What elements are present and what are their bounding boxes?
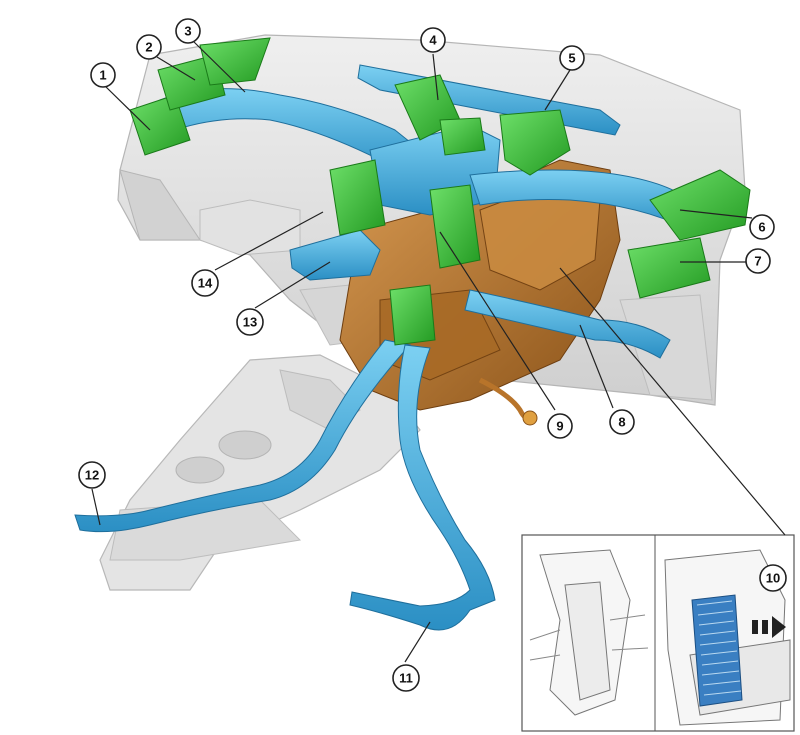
callout-label: 3 bbox=[184, 24, 191, 39]
callout-label: 13 bbox=[243, 315, 257, 330]
callout-10: 10 bbox=[759, 564, 787, 592]
callout-13: 13 bbox=[236, 308, 264, 336]
callout-4: 4 bbox=[420, 27, 446, 53]
callout-label: 2 bbox=[145, 40, 152, 55]
callout-9: 9 bbox=[547, 413, 573, 439]
callout-label: 6 bbox=[758, 220, 765, 235]
callout-label: 1 bbox=[99, 68, 106, 83]
callout-label: 12 bbox=[85, 468, 99, 483]
callout-5: 5 bbox=[559, 45, 585, 71]
callout-8: 8 bbox=[609, 409, 635, 435]
leader-lines bbox=[91, 40, 786, 663]
callout-6: 6 bbox=[749, 214, 775, 240]
callout-label: 10 bbox=[766, 571, 780, 586]
callout-label: 7 bbox=[754, 254, 761, 269]
arrow-right-icon bbox=[752, 616, 786, 638]
callout-1: 1 bbox=[90, 62, 116, 88]
callout-label: 4 bbox=[429, 33, 437, 48]
callout-label: 14 bbox=[198, 276, 213, 291]
vents bbox=[129, 37, 751, 346]
callout-label: 5 bbox=[568, 51, 575, 66]
callout-label: 9 bbox=[556, 419, 563, 434]
callout-2: 2 bbox=[136, 34, 162, 60]
callout-14: 14 bbox=[191, 269, 219, 297]
cabin-filter bbox=[691, 594, 743, 707]
callout-12: 12 bbox=[78, 461, 106, 489]
callouts: 1 2 3 4 5 6 7 8 9 10 11 12 13 14 bbox=[78, 18, 787, 692]
callout-label: 8 bbox=[618, 415, 625, 430]
callout-11: 11 bbox=[392, 664, 420, 692]
callout-7: 7 bbox=[745, 248, 771, 274]
cabin-filter-inset bbox=[521, 534, 795, 732]
callout-3: 3 bbox=[175, 18, 201, 44]
callout-label: 11 bbox=[399, 671, 413, 686]
